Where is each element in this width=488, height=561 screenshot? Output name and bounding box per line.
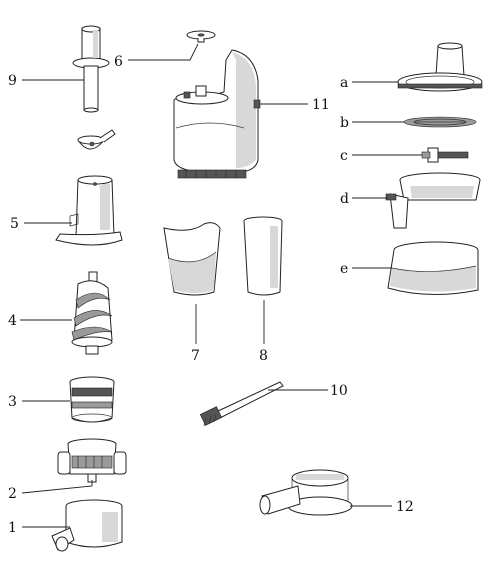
part-4-label: 4 <box>8 313 17 329</box>
part-3-strainer <box>69 376 115 423</box>
part-6-label: 6 <box>114 54 123 70</box>
part-4-auger <box>71 271 113 355</box>
part-a-label: a <box>340 75 348 91</box>
part-d-label: d <box>340 191 349 207</box>
part-2-leader <box>21 480 93 494</box>
part-c-shaft <box>421 147 469 163</box>
part-6-leader <box>128 43 199 61</box>
part-1-bowl <box>51 499 123 552</box>
part-10-cleaning-brush <box>199 381 284 427</box>
part-1-label: 1 <box>8 520 17 536</box>
part-7-pulp-cup <box>163 222 221 296</box>
part-11-motor-base <box>173 49 261 179</box>
part-12-label: 12 <box>396 499 414 515</box>
part-b-label: b <box>340 115 349 131</box>
part-7-label: 7 <box>191 348 200 364</box>
wiper-part <box>77 129 116 150</box>
part-5-hopper <box>55 175 123 246</box>
part-11-label: 11 <box>312 97 330 113</box>
part-10-label: 10 <box>330 383 348 399</box>
part-b-blade-disc <box>403 116 477 128</box>
part-2-label: 2 <box>8 486 17 502</box>
part-c-label: c <box>340 148 348 164</box>
part-e-label: e <box>340 261 348 277</box>
part-2-rotating-brush <box>57 438 127 483</box>
part-e-collection-bowl <box>387 241 479 295</box>
part-8-juice-cup <box>243 216 283 296</box>
part-12-bowl-base <box>259 469 353 516</box>
part-5-label: 5 <box>10 216 19 232</box>
part-d-juicing-head <box>385 172 481 229</box>
part-3-label: 3 <box>8 394 17 410</box>
part-a-lid <box>397 42 483 92</box>
part-9-label: 9 <box>8 73 17 89</box>
part-8-label: 8 <box>259 348 268 364</box>
part-6-cap <box>186 30 216 43</box>
part-9-pusher <box>72 25 110 113</box>
